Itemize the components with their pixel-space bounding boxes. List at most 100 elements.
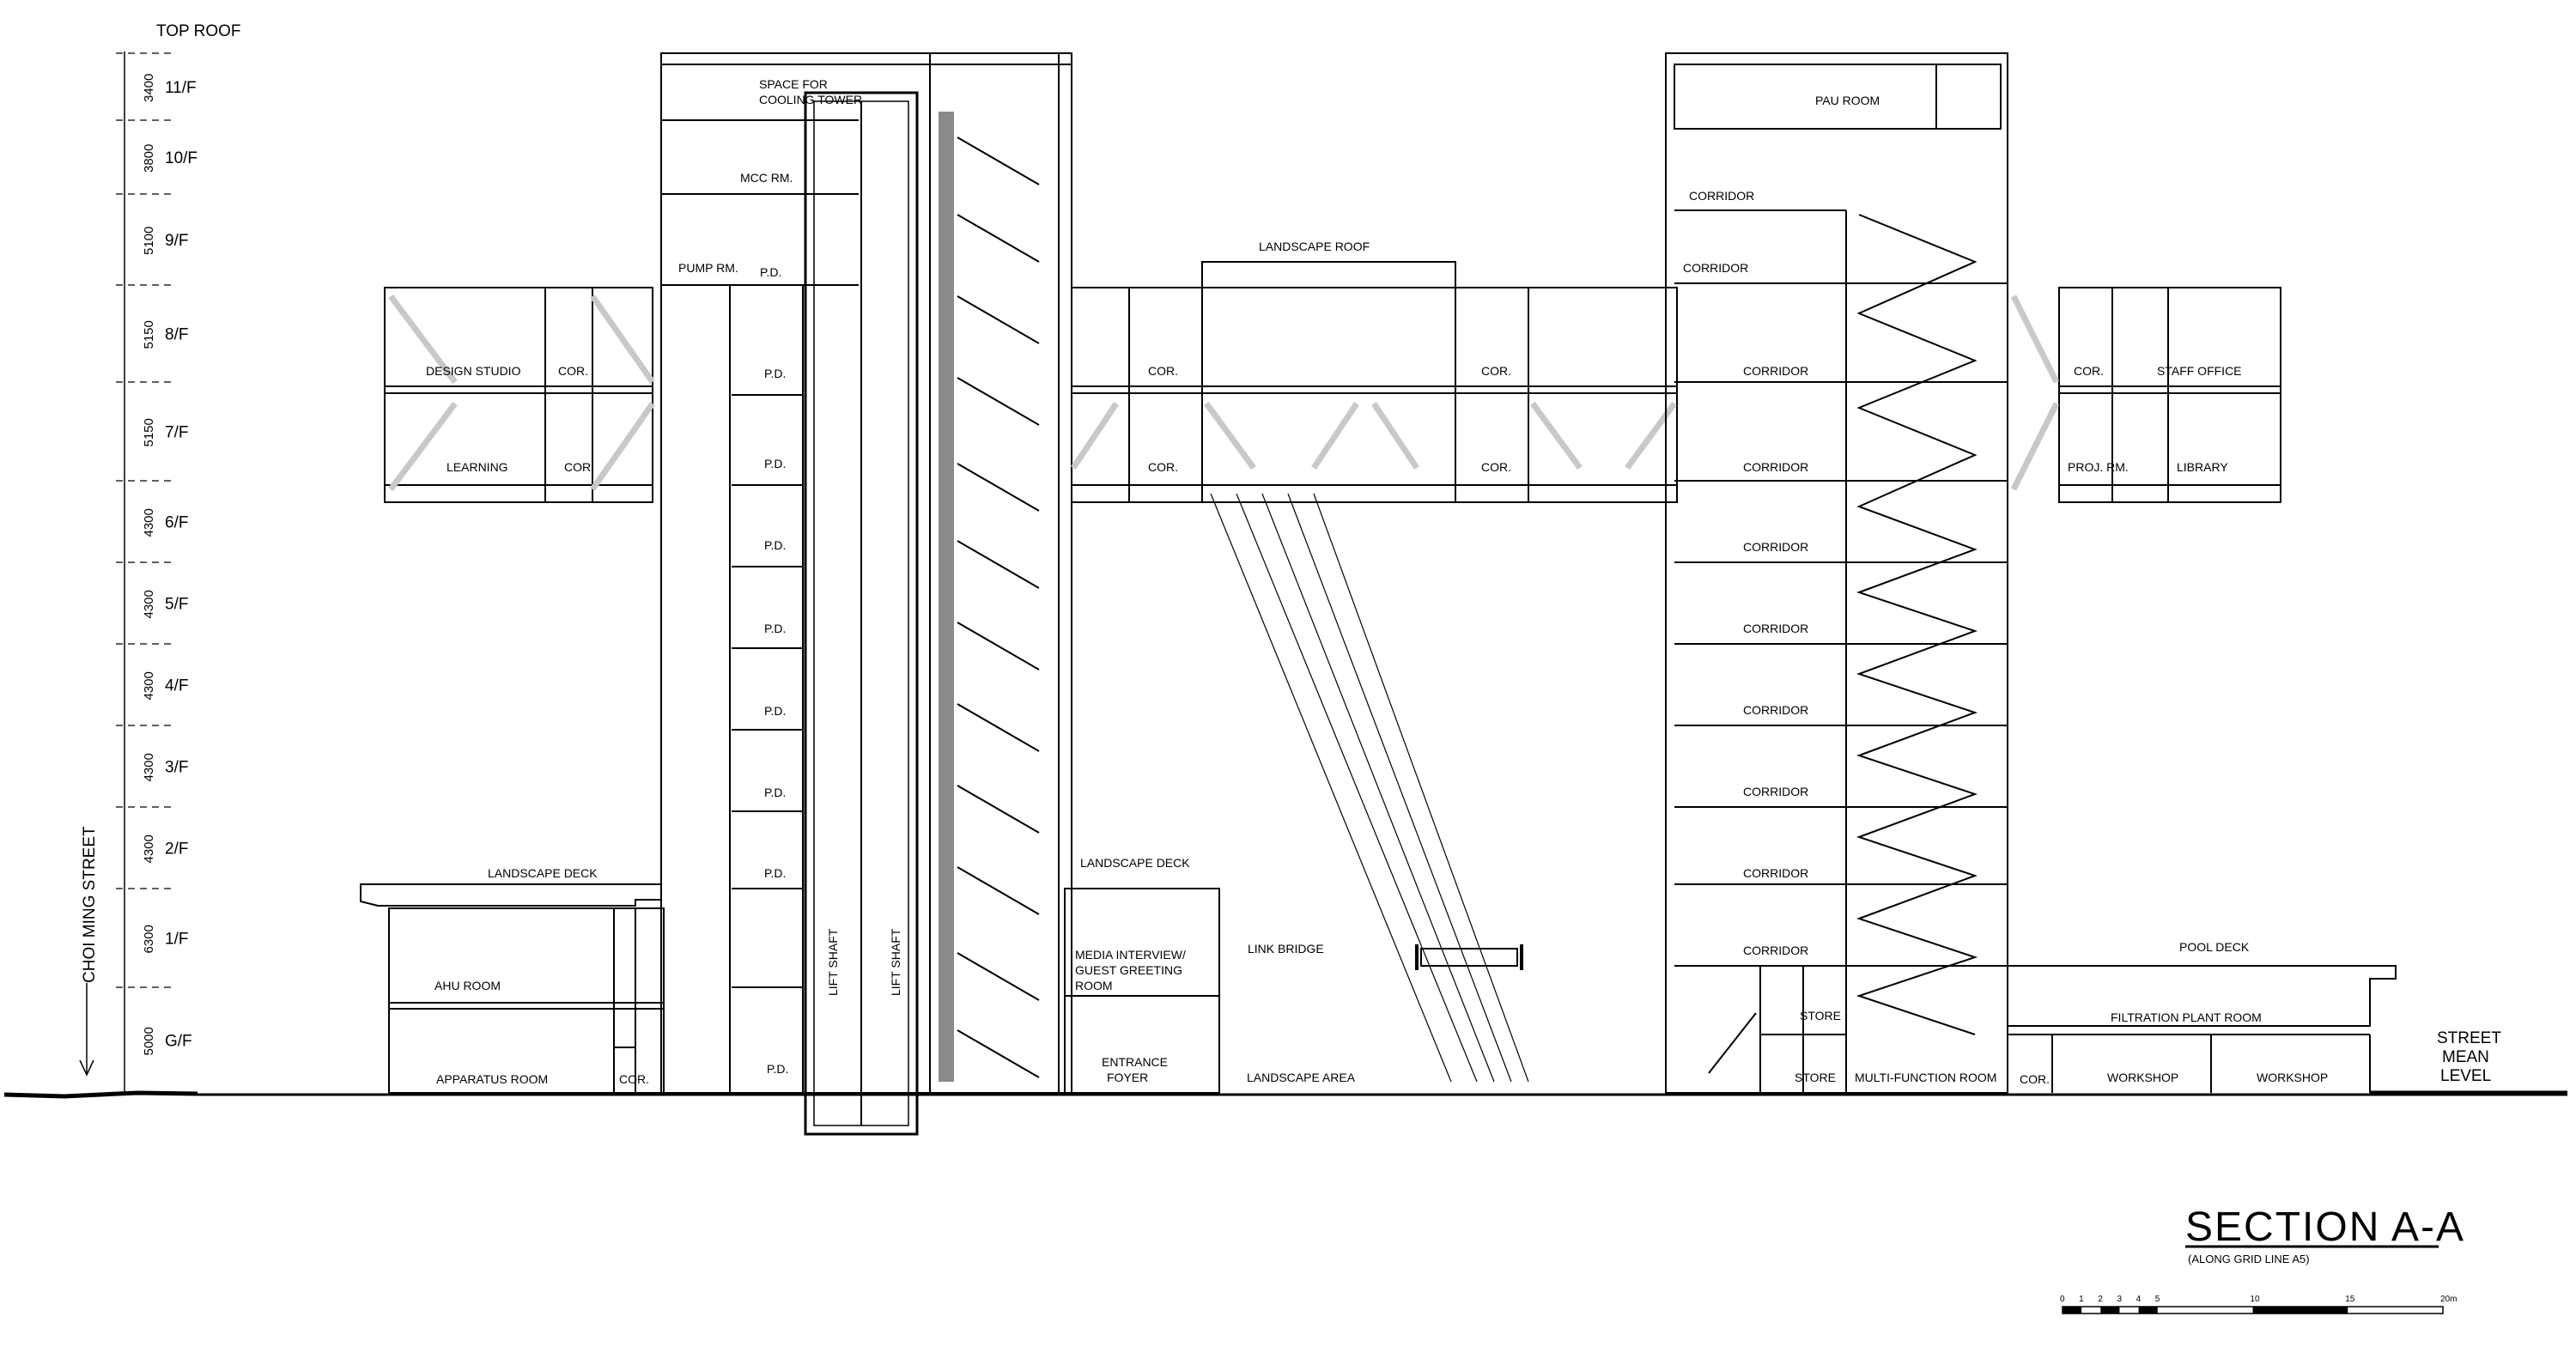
- label-lift-shaft-2: LIFT SHAFT: [889, 928, 902, 996]
- label-filtration-plant: FILTRATION PLANT ROOM: [2111, 1010, 2262, 1024]
- floor-label: G/F: [165, 1033, 192, 1051]
- scale-tick-label: 20m: [2440, 1295, 2457, 1304]
- street-name-left: CHOI MING STREET: [81, 826, 99, 983]
- scale-tick-label: 10: [2251, 1295, 2261, 1304]
- label-cor-7f-mid1: COR.: [1148, 460, 1178, 474]
- floor-height: 4300: [142, 590, 156, 618]
- floor-height: 4300: [142, 834, 156, 863]
- label-pd-2f: P.D.: [764, 866, 786, 880]
- floor-height: 6300: [142, 925, 156, 953]
- scale-tick-label: 15: [2345, 1295, 2355, 1304]
- floor-label: 2/F: [165, 840, 188, 859]
- street-right-1: STREET: [2437, 1029, 2501, 1047]
- label-store-gf: STORE: [1795, 1071, 1836, 1084]
- floor-label: 7/F: [165, 424, 188, 442]
- floor-height: 4300: [142, 753, 156, 781]
- label-corridor-4f: CORRIDOR: [1743, 703, 1808, 717]
- label-pool-deck: POOL DECK: [2179, 940, 2250, 954]
- label-workshop-2: WORKSHOP: [2257, 1071, 2328, 1084]
- label-corridor-1f: CORRIDOR: [1743, 944, 1808, 957]
- label-landscape-deck-left: LANDSCAPE DECK: [488, 866, 598, 880]
- left-low-block: [360, 883, 665, 1094]
- section-subtitle: (ALONG GRID LINE A5): [2188, 1253, 2310, 1265]
- scale-tick-label: 3: [2117, 1295, 2122, 1304]
- floor-label: 5/F: [165, 596, 188, 614]
- label-landscape-area: LANDSCAPE AREA: [1247, 1071, 1356, 1084]
- right-wing: [2010, 287, 2281, 503]
- label-cor-7f-left: COR.: [564, 460, 594, 474]
- label-corridor-6f: CORRIDOR: [1743, 540, 1808, 554]
- scale-tick-label: 4: [2136, 1295, 2142, 1304]
- label-corridor-8f: CORRIDOR: [1743, 364, 1808, 378]
- street-left: CHOI MING STREET: [79, 826, 99, 1077]
- label-lift-shaft-1: LIFT SHAFT: [826, 928, 840, 996]
- title-block: SECTION A-A (ALONG GRID LINE A5): [2185, 1204, 2465, 1265]
- label-corridor-5f: CORRIDOR: [1743, 622, 1808, 635]
- label-pd-6f: P.D.: [764, 538, 786, 552]
- label-entrance-1: ENTRANCE: [1102, 1055, 1168, 1069]
- label-staff-office: STAFF OFFICE: [2157, 364, 2242, 378]
- label-pau-room: PAU ROOM: [1815, 94, 1880, 107]
- label-cor-8f-right: COR.: [2074, 364, 2104, 378]
- floor-label: 9/F: [165, 232, 188, 250]
- label-cor-right-gf: COR.: [2020, 1072, 2050, 1086]
- label-pd-9f: P.D.: [760, 265, 781, 279]
- scale-tick-label: 2: [2098, 1295, 2103, 1304]
- label-pd-3f: P.D.: [764, 786, 786, 799]
- label-entrance-2: FOYER: [1107, 1071, 1148, 1084]
- label-design-studio: DESIGN STUDIO: [426, 364, 521, 378]
- floor-label: 11/F: [165, 79, 197, 97]
- scale-segment: [2100, 1307, 2120, 1314]
- label-pd-gf: P.D.: [767, 1062, 788, 1076]
- floor-height: 5100: [142, 227, 156, 255]
- label-store-1f: STORE: [1800, 1009, 1841, 1022]
- floor-label: 6/F: [165, 514, 188, 532]
- ground: [3, 1090, 2567, 1099]
- right-low-block: [2007, 965, 2397, 1093]
- label-pump-room: PUMP RM.: [678, 261, 738, 275]
- floor-label: 10/F: [165, 149, 197, 167]
- street-right-3: LEVEL: [2440, 1067, 2491, 1085]
- street-right-2: MEAN: [2442, 1048, 2489, 1066]
- floor-height: 4300: [142, 508, 156, 537]
- label-workshop-1: WORKSHOP: [2107, 1071, 2178, 1084]
- scale-segment: [2138, 1307, 2158, 1314]
- level-column: TOP ROOF 11/F 3400 10/F 3800 9/F 5100 8/F 5150 7…: [116, 22, 241, 1095]
- section-title: SECTION A-A: [2185, 1204, 2465, 1250]
- label-pd-4f: P.D.: [764, 704, 786, 718]
- label-corridor-7f: CORRIDOR: [1743, 460, 1808, 474]
- label-landscape-deck-mid: LANDSCAPE DECK: [1080, 856, 1190, 870]
- scale-tick-label: 1: [2079, 1295, 2084, 1304]
- label-pd-7f: P.D.: [764, 457, 786, 470]
- label-corridor-3f: CORRIDOR: [1743, 785, 1808, 798]
- label-media-1: MEDIA INTERVIEW/: [1075, 948, 1186, 962]
- floor-label: 1/F: [165, 931, 188, 949]
- label-corridor-9f: CORRIDOR: [1683, 261, 1748, 275]
- floor-height: 5000: [142, 1027, 156, 1055]
- label-proj-room: PROJ. RM.: [2068, 460, 2129, 474]
- label-pd-8f: P.D.: [764, 367, 786, 380]
- label-corridor-10f: CORRIDOR: [1689, 189, 1754, 203]
- label-apparatus-room: APPARATUS ROOM: [436, 1072, 548, 1086]
- floor-height: 4300: [142, 671, 156, 700]
- label-media-3: ROOM: [1075, 979, 1113, 992]
- floor-height: 3800: [142, 144, 156, 173]
- floor-height: 5150: [142, 418, 156, 446]
- label-cor-8f-mid1: COR.: [1148, 364, 1178, 378]
- scale-segment: [2252, 1307, 2348, 1314]
- floor-label: 3/F: [165, 759, 188, 777]
- label-cooling-tower-1: SPACE FOR: [759, 77, 828, 91]
- level-rows: 11/F340010/F38009/F51008/F51507/F51506/F…: [116, 52, 197, 1094]
- label-link-bridge: LINK BRIDGE: [1248, 942, 1324, 956]
- floor-label: 4/F: [165, 677, 188, 695]
- left-wing: [384, 287, 655, 503]
- label-mcc-room: MCC RM.: [740, 171, 793, 185]
- label-multi-function-room: MULTI-FUNCTION ROOM: [1855, 1071, 1996, 1084]
- label-library: LIBRARY: [2177, 460, 2228, 474]
- top-roof-label: TOP ROOF: [156, 22, 241, 40]
- scale-segment: [2063, 1307, 2082, 1314]
- floor-height: 3400: [142, 74, 156, 102]
- floor-label: 8/F: [165, 326, 188, 344]
